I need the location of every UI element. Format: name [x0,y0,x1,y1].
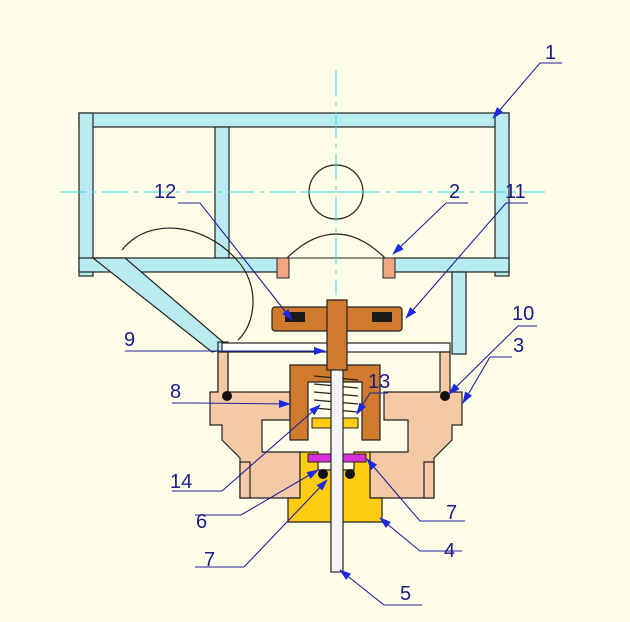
callout-labels: 1 2 3 4 5 6 7 7 8 9 10 11 12 13 14 [124,42,556,605]
housing-part-1 [78,112,510,393]
callout-1: 1 [545,42,556,64]
o-ring-stem-right [345,469,355,479]
callout-10: 10 [512,303,534,325]
callout-8: 8 [170,381,181,403]
seal-left [307,453,333,463]
centerlines [60,70,545,295]
seal-right [341,453,367,463]
o-ring-left [222,391,232,401]
stem-upper [326,299,348,371]
callout-13: 13 [368,371,390,393]
callout-14: 14 [170,471,192,493]
callout-5: 5 [400,583,411,605]
callout-9: 9 [124,329,135,351]
seat-ring-right [382,257,396,279]
callout-7-left: 7 [204,549,215,571]
callout-2: 2 [449,181,460,203]
callout-3: 3 [513,335,524,357]
callout-11: 11 [505,181,526,203]
callout-7-right: 7 [446,502,457,524]
leader-lines [125,62,562,606]
dome-seat [286,233,386,259]
seat-ring-left [276,257,290,279]
callout-12: 12 [154,181,176,203]
callout-4: 4 [444,540,455,562]
callout-6: 6 [196,511,207,533]
flap-shape [121,227,254,341]
o-ring-stem-left [318,469,328,479]
o-ring-right [440,391,450,401]
